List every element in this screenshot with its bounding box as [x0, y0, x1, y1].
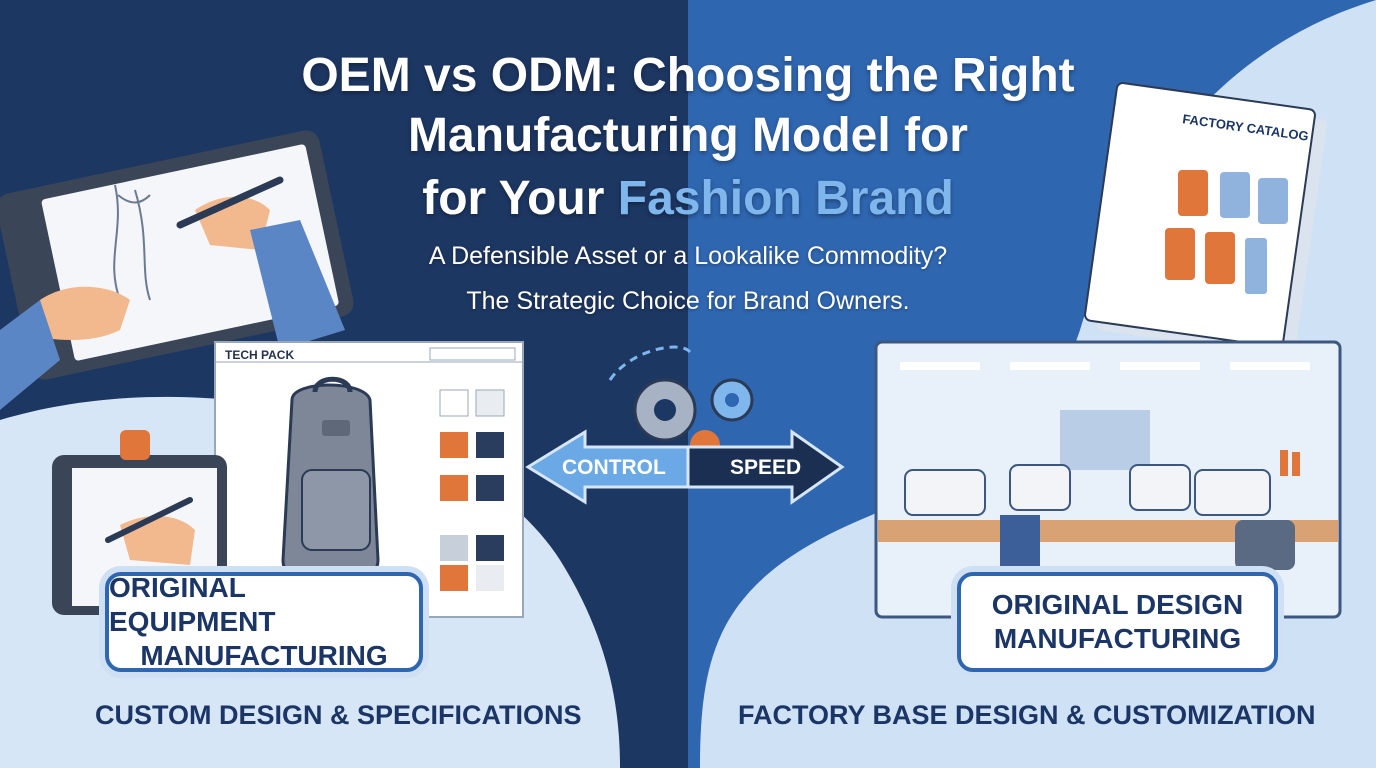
- title-line-3: for Your Fashion Brand: [0, 169, 1376, 229]
- speed-label: SPEED: [730, 456, 802, 479]
- tech-pack-sheet: [214, 341, 524, 618]
- title-line-1: OEM vs ODM: Choosing the Right: [301, 49, 1075, 102]
- odm-line-2: MANUFACTURING: [993, 623, 1242, 654]
- tech-pack-title: TECH PACK: [225, 348, 295, 362]
- oem-label-box: ORIGINAL EQUIPMENT MANUFACTURING: [105, 572, 423, 672]
- control-label: CONTROL: [562, 456, 666, 479]
- title-line-2: Manufacturing Model for: [408, 109, 968, 162]
- drawing-tablet: [0, 130, 354, 410]
- oem-line-1: ORIGINAL EQUIPMENT: [109, 572, 276, 637]
- odm-label-box: ORIGINAL DESIGN MANUFACTURING: [957, 572, 1278, 672]
- factory-scene: [874, 340, 1342, 619]
- title-accent: Fashion Brand: [617, 172, 954, 225]
- odm-line-1: ORIGINAL DESIGN: [991, 589, 1244, 620]
- oem-caption: CUSTOM DESIGN & SPECIFICATIONS: [95, 700, 582, 730]
- title-line-3-prefix: for Your: [422, 172, 618, 225]
- subtitle-line-1: A Defensible Asset or a Lookalike Commod…: [428, 242, 948, 270]
- subtitle-line-2: The Strategic Choice for Brand Owners.: [466, 287, 910, 315]
- odm-caption: FACTORY BASE DESIGN & CUSTOMIZATION: [738, 700, 1316, 730]
- oem-line-2: MANUFACTURING: [140, 640, 388, 671]
- speed-arrow: [686, 429, 845, 505]
- center-gears: [608, 345, 754, 460]
- factory-catalog-book: [1084, 82, 1327, 357]
